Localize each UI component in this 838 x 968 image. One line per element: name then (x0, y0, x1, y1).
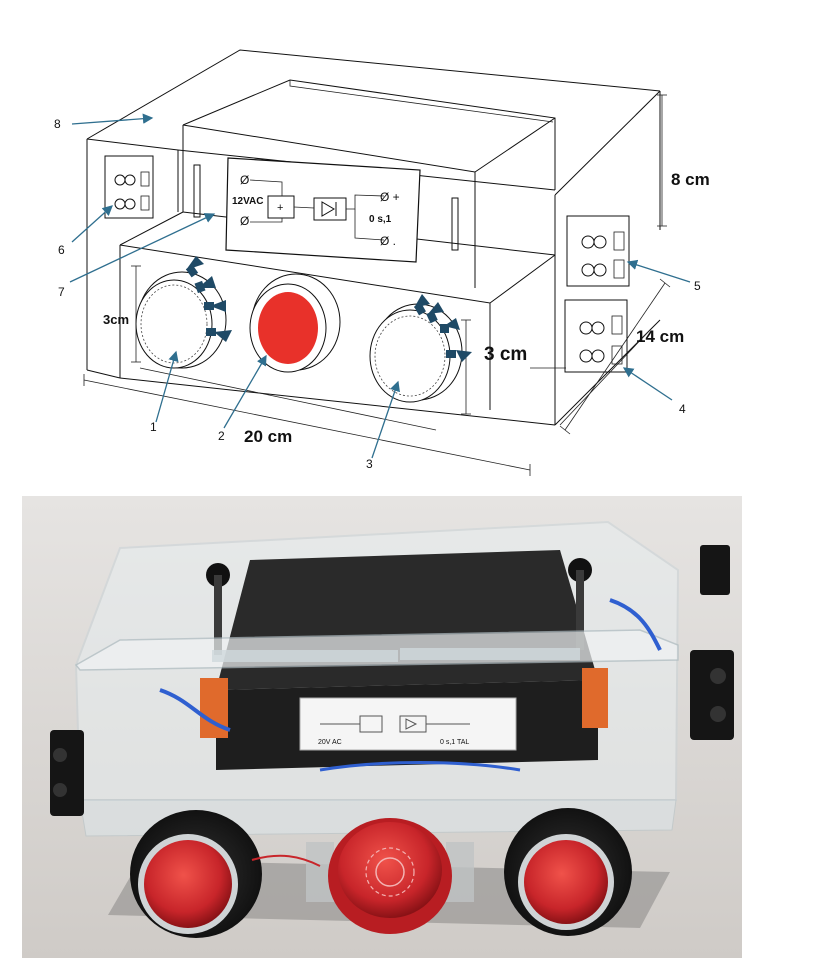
panel-input-label: 12VAC (232, 196, 264, 207)
technical-drawing: Ø 12VAC Ø + Ø + 0 s,1 Ø . (54, 49, 710, 476)
panel-output-plus: Ø + (380, 190, 400, 204)
dimension-lines (83, 94, 671, 476)
module-label-left: 20V AC (318, 739, 342, 746)
red-push-button (249, 273, 341, 373)
panel-plus-sign: + (277, 202, 283, 214)
callout-7: 7 (58, 285, 65, 299)
lid-rail-left (212, 650, 398, 662)
screw-rod-left (214, 575, 222, 655)
wire-blue-left (159, 688, 231, 732)
photo-button-left (130, 810, 262, 938)
photo-button-center (306, 818, 474, 934)
terminal-block-4 (564, 299, 628, 373)
panel-input-top: Ø (240, 173, 249, 187)
callout-8: 8 (54, 117, 61, 131)
callout-6: 6 (58, 243, 65, 257)
rotary-knob-left (135, 271, 227, 369)
dimension-labels: 8 cm 14 cm 20 cm 3 cm 3cm (103, 170, 710, 446)
circuit-panel: Ø 12VAC Ø + Ø + 0 s,1 Ø . (225, 157, 421, 263)
module-label-right: 0 s,1 TAL (440, 739, 469, 746)
panel-input-bottom: Ø (240, 214, 249, 228)
wire-blue-center (319, 761, 521, 772)
callout-2: 2 (218, 429, 225, 443)
dim-height: 8 cm (671, 170, 710, 189)
callout-1: 1 (150, 420, 157, 434)
dim-button-left: 3cm (103, 312, 129, 327)
device-photo: 20V AC 0 s,1 TAL (22, 496, 742, 958)
terminal-block-5 (566, 215, 630, 287)
module-top (216, 550, 598, 690)
panel-output-value: 0 s,1 (369, 214, 392, 225)
photo-terminal-left (50, 730, 84, 816)
rotation-arrows-right (414, 294, 472, 362)
terminal-block-6 (104, 155, 154, 219)
photo-button-right (504, 808, 632, 936)
dim-button-right: 3 cm (484, 344, 527, 365)
dim-width: 20 cm (244, 427, 292, 446)
wire-blue-right (609, 598, 662, 651)
lid-rail-right (400, 648, 580, 660)
callout-4: 4 (679, 402, 686, 416)
screw-rod-right (576, 570, 584, 650)
callout-lines (69, 113, 691, 459)
callout-numbers: 8 6 7 5 4 1 2 3 (54, 117, 701, 471)
callout-5: 5 (694, 279, 701, 293)
rotation-arrows-left (185, 256, 232, 342)
rotary-knob-right (369, 303, 463, 403)
dim-depth: 14 cm (636, 327, 684, 346)
photo-terminal-right (690, 545, 734, 740)
orange-clip-right (582, 668, 608, 728)
callout-3: 3 (366, 457, 373, 471)
panel-output-minus: Ø . (380, 234, 396, 248)
wire-red (251, 854, 321, 867)
